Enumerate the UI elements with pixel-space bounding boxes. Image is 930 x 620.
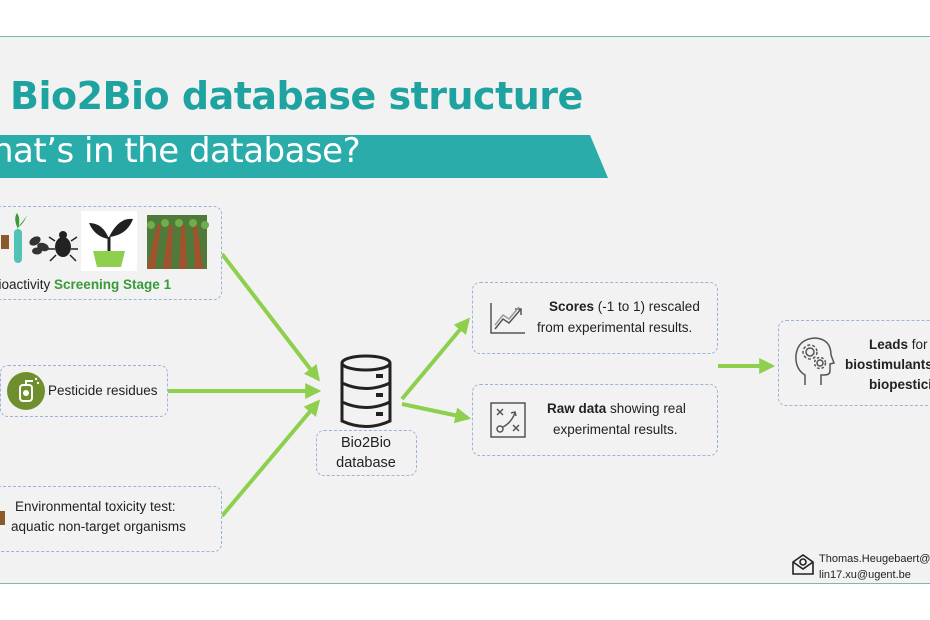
soil-icon xyxy=(0,511,5,525)
leads-text-line1: Leads for n xyxy=(869,337,930,352)
raw-data-text-line2: experimental results. xyxy=(553,422,678,437)
contact-email-2[interactable]: lin17.xu@ugent.be xyxy=(819,569,911,581)
input-illustrations-icon xyxy=(1,211,209,271)
line-chart-icon xyxy=(490,303,525,334)
toxicity-label-line1: Environmental toxicity test: xyxy=(15,499,176,514)
toxicity-label-line2: aquatic non-target organisms xyxy=(11,519,186,534)
database-label-box: Bio2Bio database xyxy=(316,430,417,476)
arrow-toxicity-to-db xyxy=(220,399,321,518)
database-label-line2: database xyxy=(336,455,396,471)
leads-text-line2: biostimulants xyxy=(845,357,930,372)
bioactivity-label: bioactivity Screening Stage 1 xyxy=(0,277,172,292)
strategy-board-icon xyxy=(490,402,526,438)
section-banner: hat’s in the database? xyxy=(0,135,608,178)
bottom-divider xyxy=(0,583,930,584)
contact-email-1[interactable]: Thomas.Heugebaert@u xyxy=(819,553,930,565)
database-icon xyxy=(340,354,392,428)
raw-data-box: Raw data showing real experimental resul… xyxy=(472,384,718,456)
scores-box: Scores (-1 to 1) rescaled from experimen… xyxy=(472,282,718,354)
head-gears-icon xyxy=(795,337,835,385)
scores-text-line2: from experimental results. xyxy=(537,320,693,335)
leads-text-line3: biopestici xyxy=(869,377,930,392)
arrow-db-to-scores xyxy=(400,317,471,401)
pesticide-label: Pesticide residues xyxy=(48,383,158,398)
slide-title: Bio2Bio database structure xyxy=(10,74,583,118)
pesticide-sprayer-icon xyxy=(7,372,45,410)
bioactivity-box: bioactivity Screening Stage 1 xyxy=(0,206,222,300)
flow-arrows xyxy=(168,252,776,518)
leads-box: Leads for n biostimulants biopestici xyxy=(778,320,930,406)
banner-text: hat’s in the database? xyxy=(0,135,361,171)
toxicity-box: Environmental toxicity test: aquatic non… xyxy=(0,486,222,552)
arrow-db-to-raw xyxy=(401,402,472,424)
arrow-bioactivity-to-db xyxy=(220,252,320,382)
pesticide-box: Pesticide residues xyxy=(0,365,168,417)
envelope-icon xyxy=(792,554,814,575)
slide: Bio2Bio database structure hat’s in the … xyxy=(0,36,930,584)
database-label-line1: Bio2Bio xyxy=(341,435,391,451)
scores-text-line1: Scores (-1 to 1) rescaled xyxy=(549,299,700,314)
raw-data-text-line1: Raw data showing real xyxy=(547,401,686,416)
top-divider xyxy=(0,36,930,37)
